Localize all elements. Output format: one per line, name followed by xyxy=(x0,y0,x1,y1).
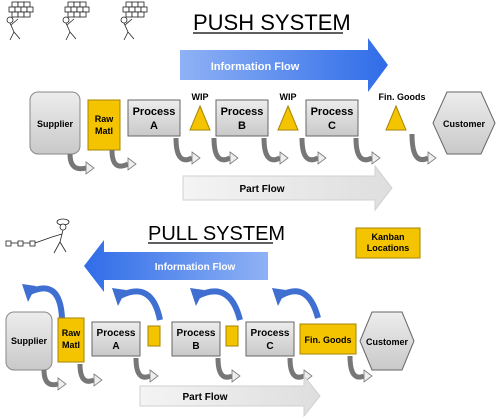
push-supplier-box xyxy=(29,91,81,155)
pull-raw-matl-label-1: Raw xyxy=(62,328,82,338)
pull-process-b-box xyxy=(171,321,221,357)
push-transfer-arrow-3 xyxy=(173,137,194,163)
push-process-b-box xyxy=(215,99,269,137)
pull-raw-matl-label-2: Matl xyxy=(62,340,80,350)
push-transfer-arrow-4 xyxy=(211,137,232,163)
pull-transfer-arrow-4 xyxy=(215,357,233,380)
pull-signal-arrow-1 xyxy=(28,285,65,319)
pull-process-a-label-2: A xyxy=(112,341,119,352)
pull-transfer-arrow-5 xyxy=(287,357,305,380)
pull-transfer-arrow-3 xyxy=(133,357,151,380)
push-process-b-label-2: B xyxy=(238,120,246,132)
pull-signal-arrowheads xyxy=(22,284,286,306)
push-part-flow-label: Part Flow xyxy=(239,184,284,195)
pull-process-a-label-1: Process xyxy=(97,328,136,339)
push-raw-matl-box xyxy=(87,99,121,151)
pull-kanban-1 xyxy=(147,325,161,347)
push-transfer-arrow-8 xyxy=(409,133,430,162)
kanban-legend-label-2: Locations xyxy=(367,243,410,253)
push-transfer-arrow-2 xyxy=(109,149,130,169)
push-wip-1-label: WIP xyxy=(192,92,209,102)
pull-supplier-label: Supplier xyxy=(11,336,48,346)
push-raw-matl-label-2: Matl xyxy=(95,126,113,136)
pull-info-flow-label: Information Flow xyxy=(155,262,236,273)
pull-transfer-arrow-2 xyxy=(77,363,95,384)
pull-signal-arrows xyxy=(28,285,321,321)
push-workers-icon xyxy=(6,1,148,41)
pull-fin-goods-label: Fin. Goods xyxy=(305,335,352,345)
push-process-c-label-1: Process xyxy=(311,106,354,118)
push-process-c-label-2: C xyxy=(328,120,336,132)
push-process-a-box xyxy=(127,99,181,137)
pull-process-c-box xyxy=(245,321,295,357)
push-transfer-arrow-7 xyxy=(353,137,374,163)
push-fin-goods-triangle xyxy=(385,104,407,131)
pull-customer-label: Customer xyxy=(366,337,409,347)
push-transfer-arrow-5 xyxy=(261,137,282,163)
pull-kanban-2 xyxy=(225,325,239,347)
pull-customer-hexagon xyxy=(359,311,415,371)
push-wip-2-label: WIP xyxy=(280,92,297,102)
push-transfer-arrows xyxy=(67,133,430,172)
push-fin-goods-label: Fin. Goods xyxy=(379,92,426,102)
push-customer-hexagon xyxy=(432,91,496,155)
pull-transfer-arrow-6 xyxy=(347,355,365,380)
pull-fin-goods-box xyxy=(299,323,357,355)
pull-supplier-box xyxy=(5,311,53,371)
push-customer-label: Customer xyxy=(443,119,486,129)
push-transfer-arrow-1 xyxy=(67,153,87,172)
pull-transfer-arrow-1 xyxy=(41,369,59,388)
push-process-b-label-1: Process xyxy=(221,106,264,118)
push-process-c-box xyxy=(305,99,359,137)
kanban-legend-label-1: Kanban xyxy=(371,232,404,242)
pull-raw-matl-box xyxy=(57,317,85,363)
pull-transfer-arrows xyxy=(41,355,365,388)
push-process-a-label-1: Process xyxy=(133,106,176,118)
pull-process-b-label-2: B xyxy=(192,341,199,352)
push-transfer-arrowheads xyxy=(85,151,437,175)
pull-part-flow-arrow xyxy=(139,374,321,417)
pull-process-b-label-1: Process xyxy=(177,328,216,339)
push-title: PUSH SYSTEM xyxy=(193,10,351,35)
pull-process-c-label-2: C xyxy=(266,341,273,352)
push-wip-2-triangle xyxy=(277,104,299,131)
pull-signal-arrow-2 xyxy=(118,288,163,321)
pull-title: PULL SYSTEM xyxy=(148,223,285,245)
pull-worker-icon xyxy=(5,218,70,254)
push-supplier-label: Supplier xyxy=(37,119,74,129)
kanban-legend-box xyxy=(355,227,421,259)
pull-info-flow-arrow xyxy=(84,240,268,292)
pull-process-c-label-1: Process xyxy=(251,328,290,339)
push-process-a-label-2: A xyxy=(150,120,158,132)
push-raw-matl-label-1: Raw xyxy=(95,114,115,124)
pull-process-a-box xyxy=(91,321,141,357)
pull-signal-arrow-3 xyxy=(196,288,243,321)
push-wip-1-triangle xyxy=(189,104,211,131)
push-info-flow-label: Information Flow xyxy=(211,61,300,73)
push-transfer-arrow-6 xyxy=(299,137,320,163)
push-part-flow-arrow xyxy=(182,164,393,212)
push-info-flow-arrow xyxy=(180,38,388,92)
pull-signal-arrow-4 xyxy=(278,288,321,319)
pull-part-flow-label: Part Flow xyxy=(182,392,227,403)
